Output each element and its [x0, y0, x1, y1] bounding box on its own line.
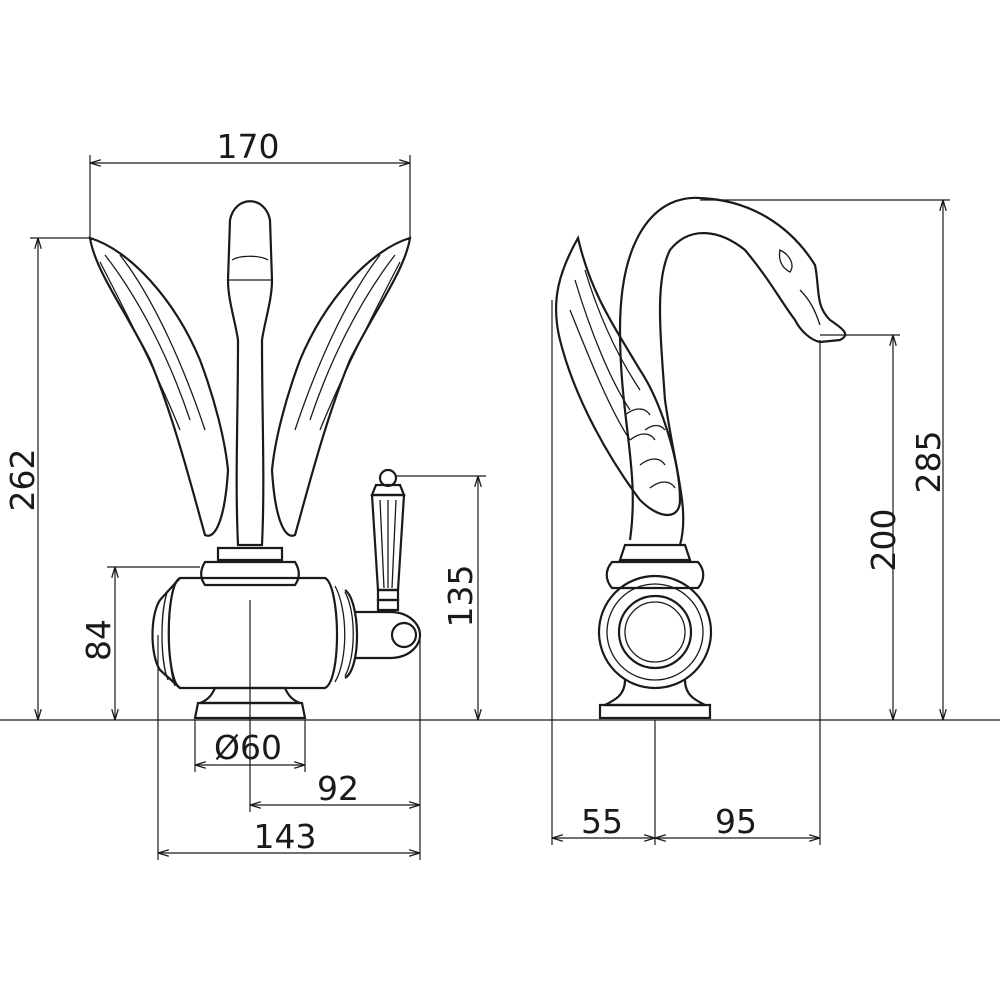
dimension-lines: [30, 155, 950, 860]
front-view-faucet: [88, 200, 422, 720]
dim-handle-height: 135: [441, 565, 480, 628]
dim-handle-offset: 92: [317, 769, 359, 808]
dim-width-total: 170: [217, 127, 280, 166]
dim-spout-height: 200: [864, 509, 903, 572]
dim-spout-reach: 95: [715, 802, 757, 841]
dim-body-width: 143: [254, 817, 317, 856]
dim-base-diameter: Ø60: [214, 728, 282, 767]
dim-height-left: 262: [3, 449, 42, 512]
dim-total-height: 285: [909, 431, 948, 494]
dim-rear-depth: 55: [581, 802, 623, 841]
dim-body-height: 84: [79, 619, 118, 661]
side-view-faucet: [554, 196, 847, 720]
